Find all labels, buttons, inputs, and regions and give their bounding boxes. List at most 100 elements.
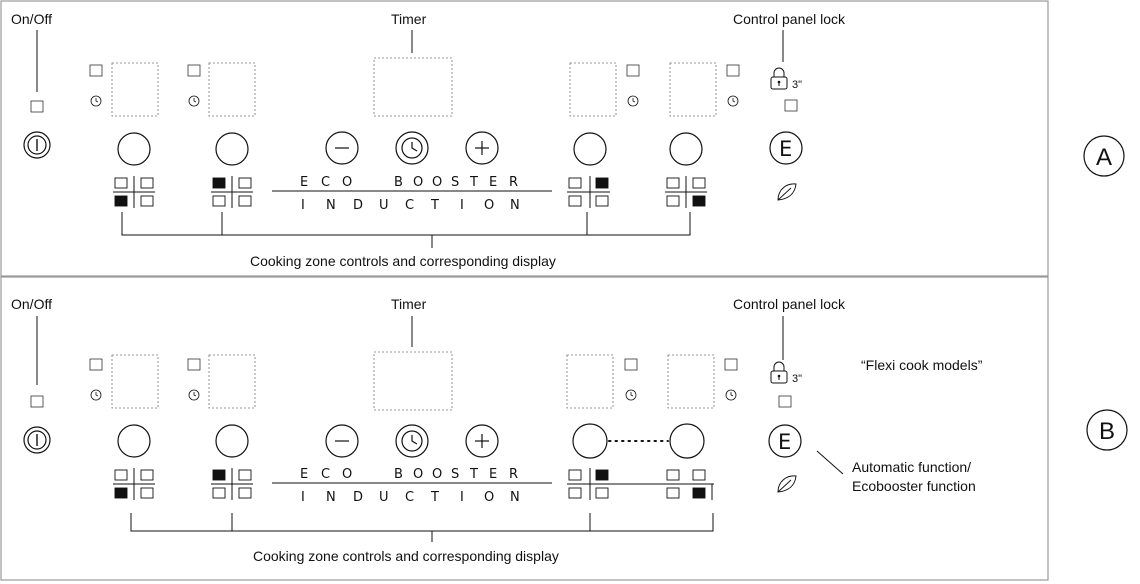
clock-icon[interactable] (395, 424, 429, 458)
zone-knob[interactable] (573, 132, 607, 166)
clock-icon (627, 95, 639, 107)
zone-display (111, 62, 159, 117)
zone-position-indicator (113, 176, 155, 208)
zone-controls-caption: Cooking zone controls and corresponding … (253, 548, 559, 564)
svg-text:B: B (394, 175, 403, 190)
minus-icon[interactable] (325, 131, 359, 165)
svg-text:O: O (342, 467, 352, 482)
zone-position-indicator (665, 176, 707, 208)
zone-knob[interactable] (215, 424, 249, 458)
svg-text:E: E (489, 175, 497, 190)
timer-display (373, 351, 453, 411)
svg-text:T: T (469, 467, 478, 482)
power-icon[interactable] (23, 131, 51, 159)
zone-display (111, 354, 159, 409)
lock-label: Control panel lock (733, 296, 846, 312)
plus-icon[interactable] (465, 131, 499, 165)
zone-knob[interactable] (669, 132, 703, 166)
zone-indicator (187, 358, 201, 371)
lock-label: Control panel lock (733, 11, 846, 27)
clock-icon (90, 389, 102, 401)
zone-indicator (187, 64, 201, 77)
zone-knob[interactable] (572, 423, 608, 459)
timer-display (373, 57, 453, 117)
zone-knob[interactable] (117, 132, 151, 166)
zone-display (569, 62, 617, 117)
zone-knob[interactable] (669, 423, 705, 459)
svg-text:C: C (405, 198, 414, 213)
clock-icon (188, 95, 200, 107)
svg-text:O: O (484, 198, 494, 213)
plus-icon[interactable] (465, 424, 499, 458)
clock-icon (727, 95, 739, 107)
lock-time: 3" (792, 79, 802, 91)
zone-display (208, 62, 256, 117)
padlock-icon[interactable] (770, 361, 788, 384)
panel-badge (1083, 135, 1125, 177)
svg-text:T: T (430, 198, 439, 213)
on-off-label: On/Off (11, 296, 52, 312)
svg-text:O: O (342, 175, 352, 190)
svg-text:S: S (451, 175, 459, 190)
clock-icon[interactable] (395, 131, 429, 165)
svg-text:C: C (321, 175, 330, 190)
minus-icon[interactable] (325, 424, 359, 458)
timer-label: Timer (391, 11, 427, 27)
zone-bracket (121, 212, 691, 236)
ecobooster-function-label: Ecobooster function (852, 478, 976, 494)
zone-controls-caption: Cooking zone controls and corresponding … (250, 253, 556, 269)
eco-function-button[interactable]: E (769, 131, 803, 165)
flexi-cook-note: “Flexi cook models” (861, 357, 983, 373)
svg-text:C: C (405, 490, 414, 505)
svg-text:E: E (300, 467, 308, 482)
zone-position-indicator (567, 176, 610, 208)
on-off-indicator (30, 395, 44, 408)
svg-text:D: D (353, 198, 363, 213)
svg-text:O: O (432, 175, 442, 190)
zone-indicator (726, 64, 740, 77)
panel-a-frame (0, 0, 1049, 277)
svg-text:U: U (379, 490, 389, 505)
svg-text:E: E (778, 430, 791, 454)
svg-text:O: O (413, 175, 423, 190)
lock-time: 3" (792, 373, 802, 385)
zone-bracket (130, 513, 714, 532)
padlock-icon[interactable] (770, 67, 788, 90)
clock-icon (90, 95, 102, 107)
zone-display (667, 354, 715, 409)
svg-text:N: N (326, 490, 336, 505)
panel-badge-letter: B (1099, 418, 1115, 445)
zone-knob[interactable] (117, 424, 151, 458)
brand-induction: I N D U C T I O N (301, 198, 520, 213)
panel-badge (1086, 409, 1128, 451)
brand-induction: I N D U C T I O N (301, 490, 520, 505)
svg-text:D: D (353, 490, 363, 505)
power-icon[interactable] (23, 426, 51, 454)
clock-icon (725, 389, 737, 401)
zone-display (566, 354, 614, 409)
svg-text:T: T (430, 490, 439, 505)
zone-knob[interactable] (215, 132, 249, 166)
svg-text:I: I (460, 490, 464, 505)
svg-text:U: U (379, 198, 389, 213)
clock-icon (188, 389, 200, 401)
svg-text:N: N (510, 490, 520, 505)
lock-indicator (784, 99, 798, 112)
zone-position-indicator (211, 176, 253, 208)
zone-indicator (89, 64, 103, 77)
svg-text:N: N (326, 198, 336, 213)
eco-function-button[interactable]: E (768, 424, 802, 458)
zone-position-indicator (113, 468, 155, 500)
brand-eco-booster: E C O B O O S T E R (300, 175, 518, 190)
svg-text:I: I (460, 198, 464, 213)
flexi-zone-indicator (567, 468, 714, 500)
panel-badge-letter: A (1096, 144, 1112, 171)
zone-indicator (624, 358, 638, 371)
svg-text:B: B (394, 467, 403, 482)
svg-text:N: N (510, 198, 520, 213)
clock-icon (625, 389, 637, 401)
svg-text:C: C (321, 467, 330, 482)
panel-a: On/Off Timer E C O B O O (11, 11, 1125, 269)
zone-indicator (89, 358, 103, 371)
